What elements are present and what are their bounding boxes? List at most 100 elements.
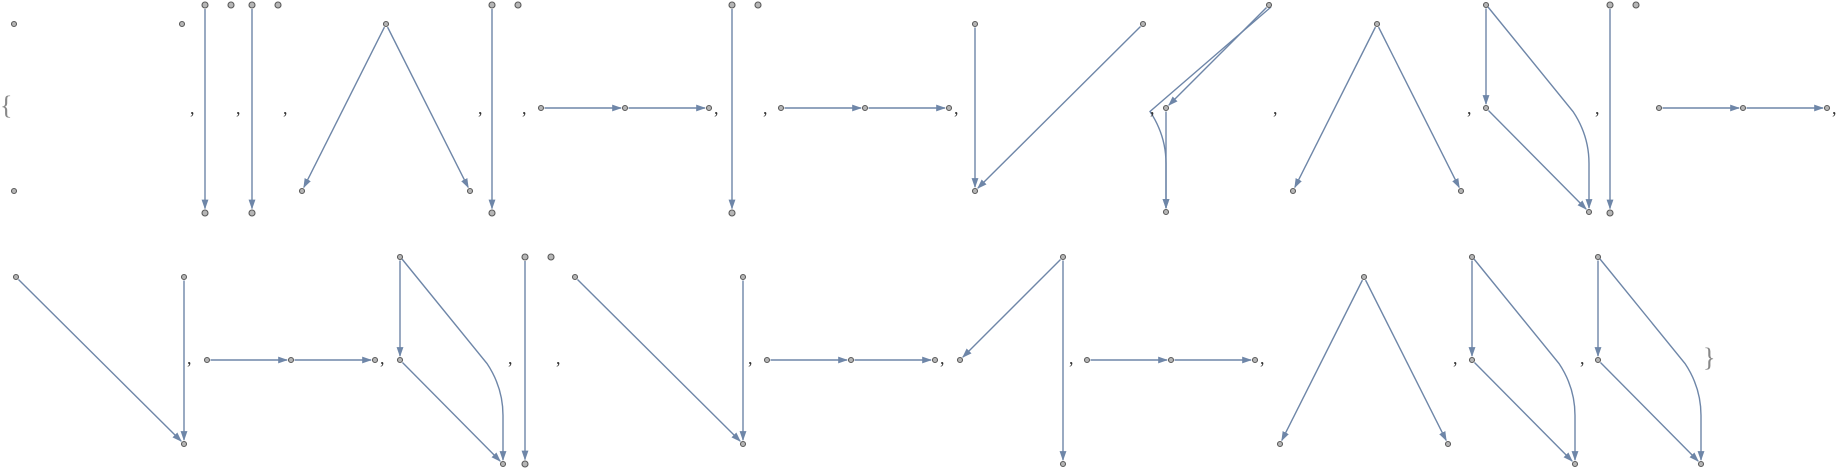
graph-vertex [763, 356, 771, 364]
graph-vertex [298, 187, 306, 195]
directed-edge [1364, 279, 1447, 442]
graph-vertex [1823, 104, 1831, 112]
graph-vertex [488, 209, 496, 217]
graph-vertex [180, 440, 188, 448]
directed-edge [386, 26, 469, 189]
graph-vertex [739, 440, 747, 448]
graph-vertex [547, 253, 555, 261]
comma-separator: , [1273, 98, 1278, 118]
graph-vertex [203, 356, 211, 364]
graph-vertex [521, 253, 529, 261]
comma-separator: , [714, 98, 719, 118]
graph-vertex [1083, 356, 1091, 364]
graph-vertex [521, 460, 529, 468]
graph-vertex [488, 1, 496, 9]
comma-separator: , [1260, 348, 1265, 368]
graph-vertex [739, 273, 747, 281]
graph-vertex [754, 1, 762, 9]
graph-vertex [1482, 1, 1490, 9]
graph-vertex [1162, 208, 1170, 216]
graph-vertex [571, 273, 579, 281]
graph-vertex [12, 273, 20, 281]
graph-vertex [1585, 208, 1593, 216]
comma-separator: , [1069, 348, 1074, 368]
directed-edge [1168, 6, 1268, 106]
graph-vertex [382, 20, 390, 28]
graph-vertex [1265, 1, 1273, 9]
directed-edge [401, 258, 507, 461]
directed-edge [1599, 361, 1699, 462]
graph-vertex [945, 104, 953, 112]
graph-vertex [728, 209, 736, 217]
graph-vertex [971, 187, 979, 195]
graph-vertex [499, 460, 507, 468]
comma-separator: , [1595, 98, 1600, 118]
directed-edge [1487, 6, 1593, 209]
graph-vertex [227, 1, 235, 9]
graph-vertex [1444, 440, 1452, 448]
graph-vertex [537, 104, 545, 112]
graph-vertex [1468, 253, 1476, 261]
directed-edge [1473, 361, 1573, 462]
comma-separator: , [478, 98, 483, 118]
graph-vertex [1468, 356, 1476, 364]
comma-separator: , [283, 98, 288, 118]
graph-vertex [371, 356, 379, 364]
comma-separator: , [508, 348, 513, 368]
close-brace: } [1703, 343, 1715, 372]
text-layer: { } ,,,,,,,,,,,,,,,,,,,,,,, [0, 91, 1837, 372]
graph-vertex [1697, 460, 1705, 468]
comma-separator: , [1832, 98, 1837, 118]
comma-separator: , [522, 98, 527, 118]
graph-vertex [248, 209, 256, 217]
comma-separator: , [1150, 98, 1155, 118]
graph-vertex [514, 1, 522, 9]
comma-separator: , [940, 348, 945, 368]
graph-vertex [1251, 356, 1259, 364]
graph-vertex [1594, 356, 1602, 364]
graph-vertex [274, 1, 282, 9]
directed-edge [1377, 26, 1460, 189]
graph-vertex [1373, 20, 1381, 28]
directed-edge [401, 361, 501, 462]
directed-edge [17, 278, 182, 442]
vertices-layer [10, 1, 1831, 468]
comma-separator: , [748, 348, 753, 368]
graph-vertex [1162, 104, 1170, 112]
graph-vertex [10, 20, 18, 28]
graph-vertex [728, 1, 736, 9]
directed-edge [576, 278, 741, 442]
graph-vertex [466, 187, 474, 195]
graph-vertex [178, 20, 186, 28]
graph-vertex [705, 104, 713, 112]
graph-vertex [287, 356, 295, 364]
graph-vertex [1571, 460, 1579, 468]
graph-vertex [396, 253, 404, 261]
graph-vertex [248, 1, 256, 9]
directed-edge [1294, 26, 1377, 189]
directed-edge [1599, 258, 1705, 461]
graph-vertex [1360, 273, 1368, 281]
graph-vertex [1167, 356, 1175, 364]
graph-vertex [1632, 1, 1640, 9]
graph-vertex [861, 104, 869, 112]
graph-vertex [931, 356, 939, 364]
comma-separator: , [187, 348, 192, 368]
graph-vertex [1606, 209, 1614, 217]
graph-vertex [621, 104, 629, 112]
comma-separator: , [190, 98, 195, 118]
directed-edge [1149, 6, 1272, 209]
edges-layer [17, 6, 1824, 462]
graph-vertex [1139, 20, 1147, 28]
comma-separator: , [1453, 348, 1458, 368]
graph-vertex [201, 1, 209, 9]
graph-vertex [1594, 253, 1602, 261]
graph-vertex [1655, 104, 1663, 112]
graph-vertex [1482, 104, 1490, 112]
graph-vertex [956, 356, 964, 364]
directed-edge [1473, 258, 1579, 461]
comma-separator: , [236, 98, 241, 118]
comma-separator: , [763, 98, 768, 118]
directed-edge [977, 25, 1142, 189]
